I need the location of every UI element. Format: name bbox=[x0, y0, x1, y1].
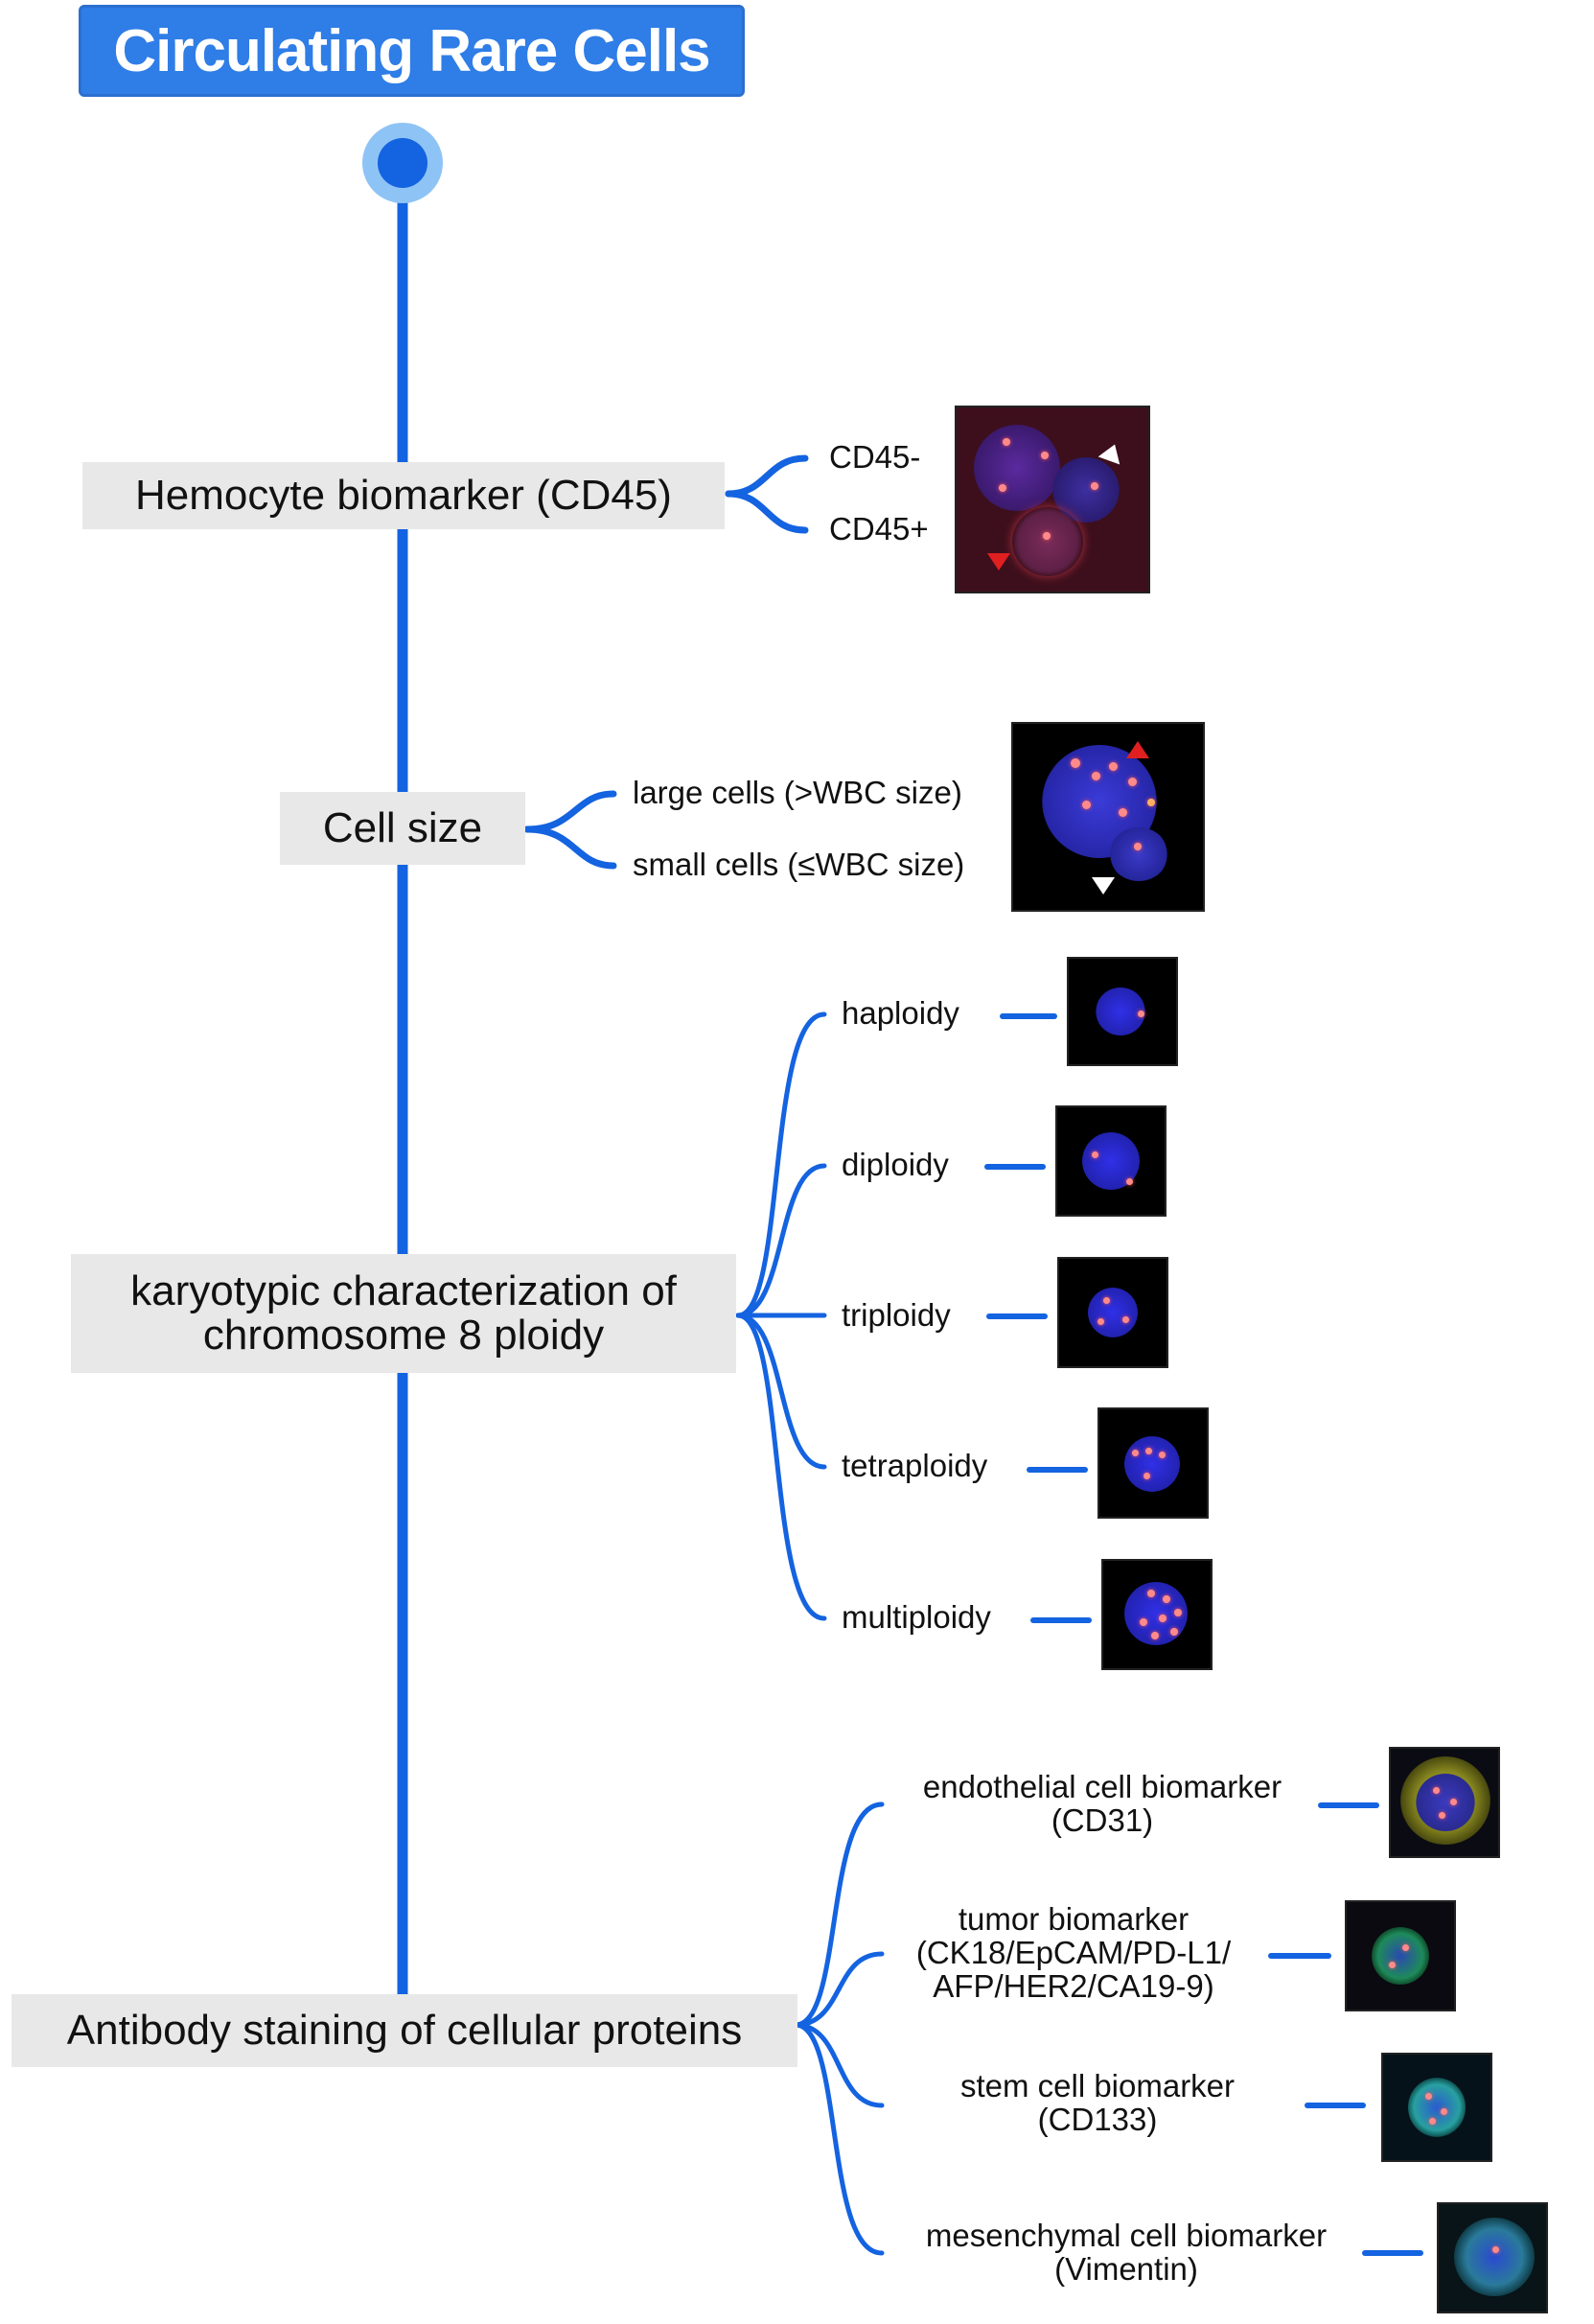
node-hemocyte-biomarker: Hemocyte biomarker (CD45) bbox=[82, 462, 725, 529]
cd45-fluorescence-image bbox=[957, 407, 1148, 592]
triploidy-cell-image bbox=[1059, 1259, 1167, 1366]
branch-mesenchymal-biomarker: mesenchymal cell biomarker (Vimentin) bbox=[896, 2219, 1356, 2286]
branch-triploidy: triploidy bbox=[842, 1297, 951, 1333]
branch-endothelial-line1: endothelial cell biomarker bbox=[922, 1769, 1282, 1804]
branch-stem-line2: (CD133) bbox=[1037, 2102, 1158, 2137]
branch-tumor-line2: (CK18/EpCAM/PD-L1/ bbox=[915, 1935, 1232, 1970]
cd133-cell-image bbox=[1383, 2055, 1490, 2160]
tetraploidy-cell-image bbox=[1099, 1409, 1207, 1517]
branch-tumor-biomarker: tumor biomarker (CK18/EpCAM/PD-L1/ AFP/H… bbox=[891, 1902, 1256, 2003]
branch-stem-cell-biomarker: stem cell biomarker (CD133) bbox=[901, 2069, 1294, 2136]
branch-diploidy: diploidy bbox=[842, 1147, 949, 1182]
node-antibody-staining: Antibody staining of cellular proteins bbox=[12, 1994, 797, 2067]
branch-tumor-line1: tumor biomarker bbox=[958, 1901, 1190, 1937]
branch-stem-line1: stem cell biomarker bbox=[959, 2068, 1236, 2103]
node-hemocyte-label: Hemocyte biomarker (CD45) bbox=[135, 472, 672, 519]
node-karyotype-label-line2: chromosome 8 ploidy bbox=[202, 1312, 605, 1359]
node-cell-size-label: Cell size bbox=[322, 804, 483, 851]
node-karyotype-label-line1: karyotypic characterization of bbox=[130, 1267, 677, 1314]
branch-mesenchymal-line1: mesenchymal cell biomarker bbox=[925, 2218, 1328, 2253]
node-cell-size: Cell size bbox=[280, 792, 525, 865]
branch-multiploidy: multiploidy bbox=[842, 1599, 991, 1635]
cd31-cell-image bbox=[1391, 1749, 1498, 1856]
page-title: Circulating Rare Cells bbox=[79, 5, 745, 97]
haploidy-cell-image bbox=[1069, 959, 1176, 1064]
cell-size-fluorescence-image bbox=[1013, 724, 1203, 910]
branch-endothelial-line2: (CD31) bbox=[1051, 1802, 1154, 1838]
branch-haploidy: haploidy bbox=[842, 995, 959, 1031]
branch-small-cells: small cells (≤WBC size) bbox=[633, 847, 965, 882]
branch-mesenchymal-line2: (Vimentin) bbox=[1054, 2251, 1198, 2287]
node-karyotype: karyotypic characterization of chromosom… bbox=[71, 1254, 736, 1373]
vimentin-cell-image bbox=[1439, 2204, 1546, 2312]
branch-large-cells: large cells (>WBC size) bbox=[633, 775, 962, 810]
tumor-biomarker-cell-image bbox=[1347, 1902, 1454, 2010]
branch-tetraploidy: tetraploidy bbox=[842, 1448, 988, 1483]
node-antibody-label: Antibody staining of cellular proteins bbox=[66, 2007, 743, 2054]
diploidy-cell-image bbox=[1057, 1107, 1165, 1215]
branch-cd45-negative: CD45- bbox=[829, 439, 921, 475]
branch-tumor-line3: AFP/HER2/CA19-9) bbox=[933, 1968, 1214, 2004]
branch-cd45-positive: CD45+ bbox=[829, 511, 929, 546]
multiploidy-cell-image bbox=[1103, 1561, 1211, 1668]
branch-endothelial-biomarker: endothelial cell biomarker (CD31) bbox=[891, 1770, 1313, 1837]
